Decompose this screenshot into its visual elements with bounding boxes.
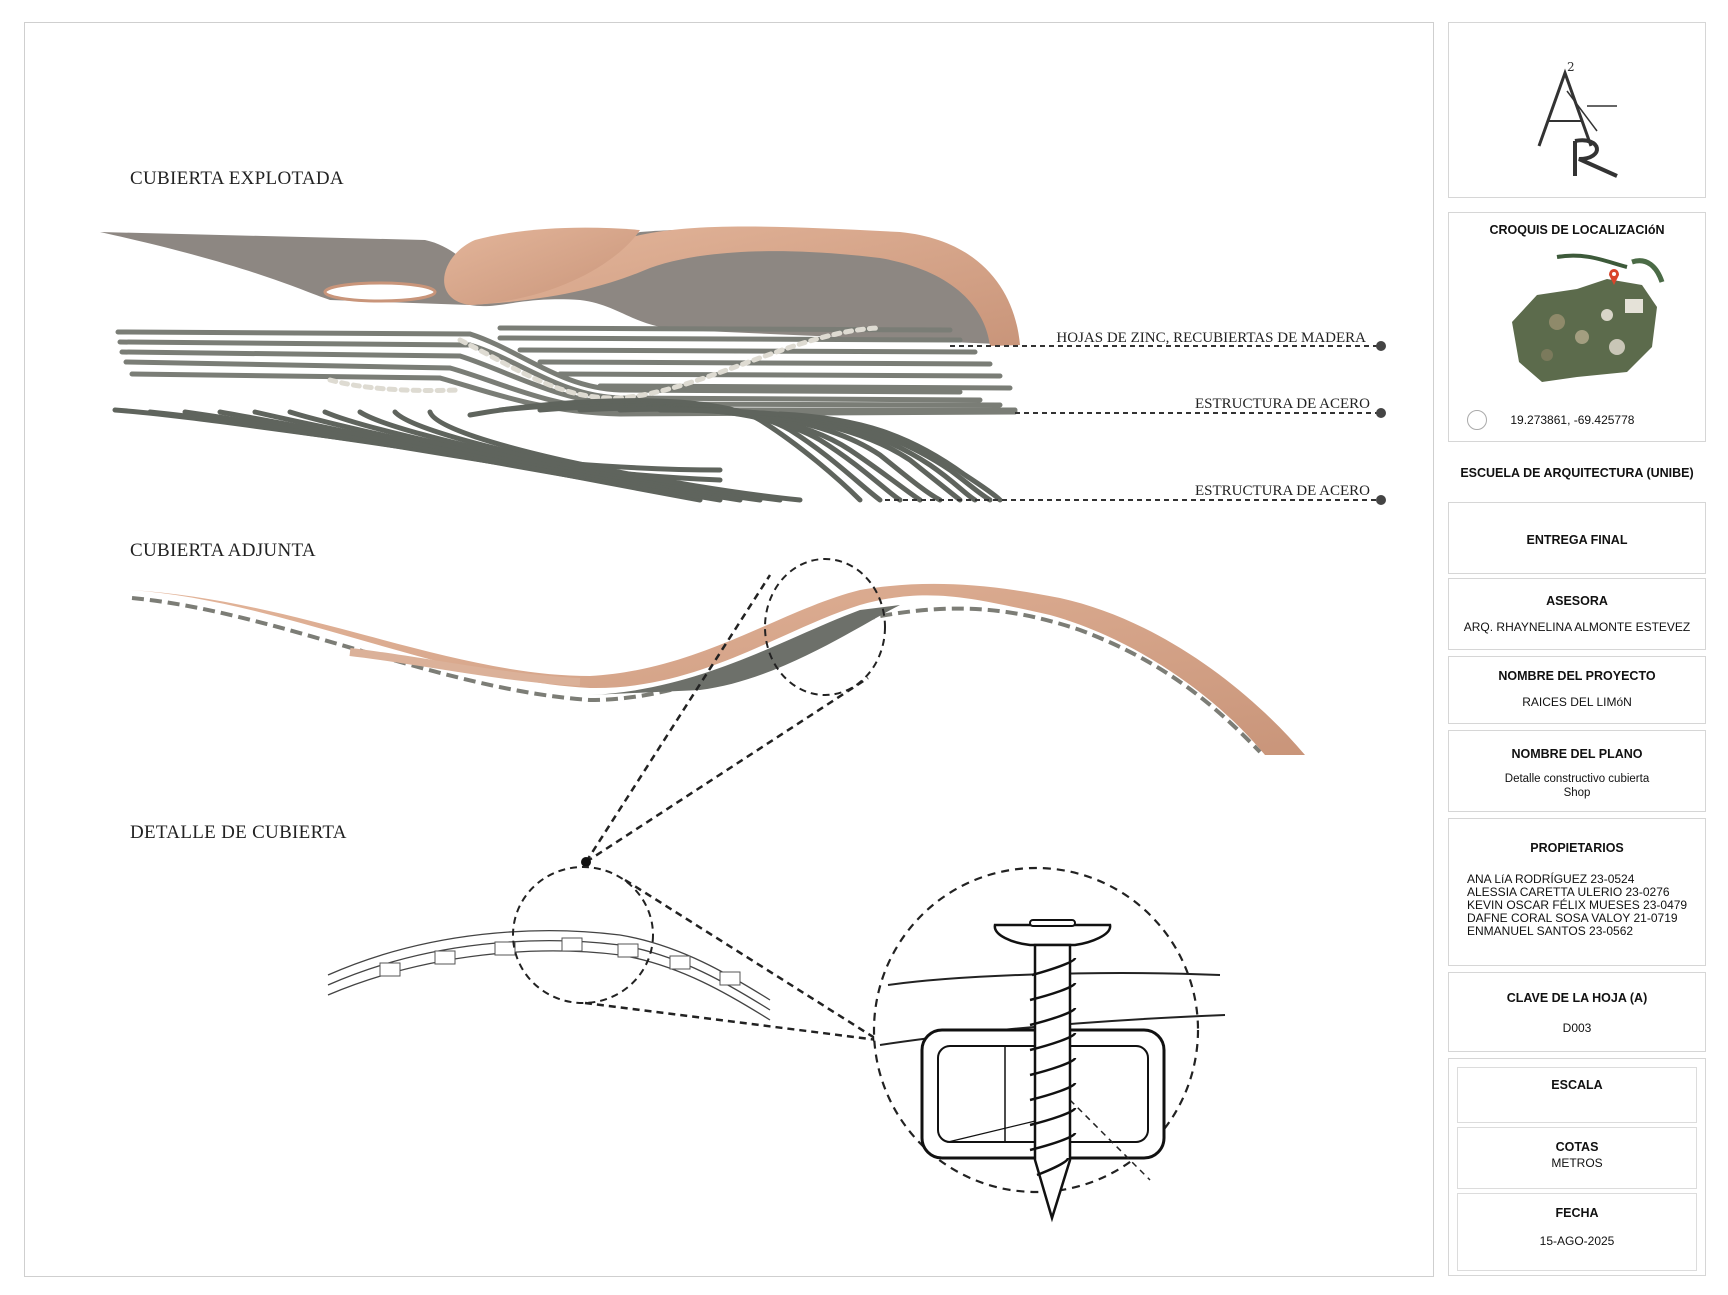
dims-box: COTAS METROS [1457,1127,1697,1189]
logo-mark: 2 [1537,60,1618,178]
owner-item: DAFNE CORAL SOSA VALOY 21-0719 [1467,911,1678,925]
location-pin-icon [1609,269,1619,285]
owner-item: KEVIN OSCAR FÉLIX MUESES 23-0479 [1467,898,1688,912]
delivery-box: ENTREGA FINAL [1448,502,1706,574]
logo-box: 2 [1448,22,1706,198]
sheet-title: CLAVE DE LA HOJA (A) [1506,991,1648,1005]
plan-box: NOMBRE DEL PLANO Detalle constructivo cu… [1448,730,1706,812]
dims-title: COTAS [1555,1140,1599,1154]
attached-roof [130,583,1305,755]
heading-detail: DETALLE DE CUBIERTA [130,822,347,843]
sheet-box: CLAVE DE LA HOJA (A) D003 [1448,972,1706,1052]
zoom-circle-detail [512,866,654,1004]
svg-text:2: 2 [1567,60,1575,74]
callout-zinc-sheets: HOJAS DE ZINC, RECUBIERTAS DE MADERA [1056,330,1366,346]
callout-leaders [885,345,1380,501]
advisor-box: ASESORA ARQ. RHAYNELINA ALMONTE ESTEVEZ [1448,578,1706,650]
scale-title: ESCALA [1551,1078,1603,1092]
owners-box: PROPIETARIOS ANA LíA RODRÍGUEZ 23-0524 A… [1448,818,1706,966]
location-map [1512,253,1665,382]
compass-icon [1467,410,1487,430]
scale-box: ESCALA [1457,1067,1697,1123]
owner-item: ENMANUEL SANTOS 23-0562 [1467,924,1634,938]
project-box: NOMBRE DEL PROYECTO RAICES DEL LIMóN [1448,656,1706,724]
screw-detail [872,866,1226,1223]
location-coords: 19.273861, -69.425778 [1510,413,1635,427]
heading-attached: CUBIERTA ADJUNTA [130,540,316,561]
zoom-leaders-top [584,574,869,864]
project-value: RAICES DEL LIMóN [1522,695,1632,709]
delivery-label: ENTREGA FINAL [1526,533,1628,547]
school-name: ESCUELA DE ARQUITECTURA (UNIBE) [1460,466,1694,480]
plan-line2: Shop [1563,787,1591,799]
exploded-zinc-layer [115,325,1018,417]
advisor-value: ARQ. RHAYNELINA ALMONTE ESTEVEZ [1463,620,1691,634]
owners-list: ANA LíA RODRÍGUEZ 23-0524 ALESSIA CARETT… [1449,873,1705,938]
owner-item: ANA LíA RODRÍGUEZ 23-0524 [1467,872,1635,886]
detail-arc-profiles [379,937,741,986]
date-box: FECHA 15-AGO-2025 [1457,1193,1697,1271]
zoom-dot-1 [581,857,591,867]
project-title: NOMBRE DEL PROYECTO [1498,669,1656,683]
date-title: FECHA [1555,1206,1599,1220]
location-box: CROQUIS DE LOCALIZACIóN 19.273861, -69.4… [1448,212,1706,442]
exploded-roof-sheet [100,226,1020,346]
scale-block: ESCALA COTAS METROS FECHA 15-AGO-2025 [1448,1058,1706,1276]
school-box: ESCUELA DE ARQUITECTURA (UNIBE) [1448,452,1706,492]
owner-item: ALESSIA CARETTA ULERIO 23-0276 [1467,885,1670,899]
owners-title: PROPIETARIOS [1530,841,1624,855]
plan-line1: Detalle constructivo cubierta [1504,773,1650,785]
advisor-title: ASESORA [1546,594,1608,608]
title-block: 2 CROQUIS DE LOCALIZACIóN 19.273861, -69… [1448,22,1708,1277]
plan-title: NOMBRE DEL PLANO [1511,747,1643,761]
callout-steel-2: ESTRUCTURA DE ACERO [1194,483,1370,499]
drawing-frame [24,22,1434,1277]
heading-exploded: CUBIERTA EXPLOTADA [130,168,344,189]
location-title: CROQUIS DE LOCALIZACIóN [1489,223,1665,237]
date-value: 15-AGO-2025 [1539,1234,1615,1248]
zoom-leaders-bottom [584,878,879,1042]
callout-steel-1: ESTRUCTURA DE ACERO [1194,396,1370,412]
sheet-value: D003 [1562,1021,1592,1035]
exploded-steel-ribs [112,398,1003,503]
dims-value: METROS [1551,1156,1603,1170]
zoom-circle-attached [764,558,886,696]
callout-dots [1376,341,1386,505]
